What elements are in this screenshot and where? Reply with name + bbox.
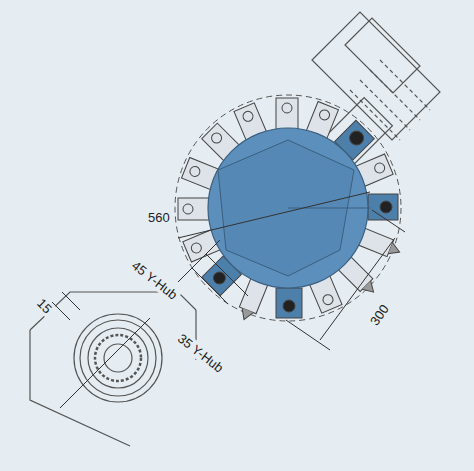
dimension-label: 560 <box>146 210 172 225</box>
